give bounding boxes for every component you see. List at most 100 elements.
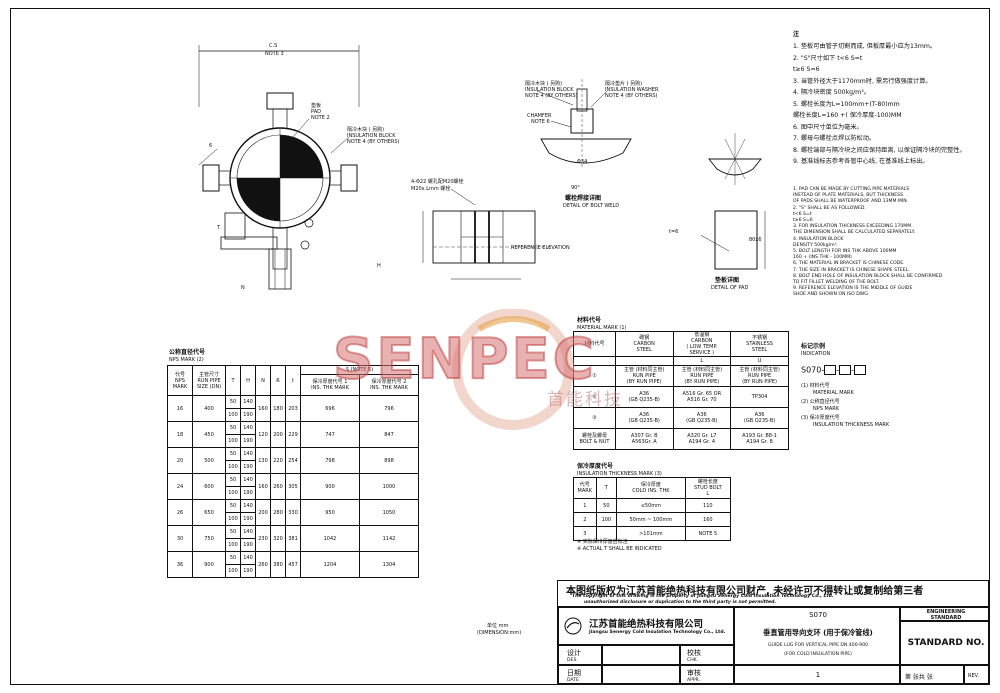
size-cell: 305 [285, 473, 301, 500]
size-cell: 381 [285, 525, 301, 552]
pad-detail-title-cn: 垫板详图 [715, 277, 740, 284]
design-en: DES. [567, 658, 578, 663]
company-cn: 江苏首能绝热科技有限公司 [589, 619, 704, 630]
ins-cell: 110 [684, 498, 732, 513]
ins-foot-cn: ※ 实际保冷厚度应标注 [577, 539, 628, 545]
indication-title-cn: 标记示例 [801, 343, 826, 350]
material-cell: A36 (GB Q235-B) [614, 407, 674, 429]
check-en: CHK. [687, 658, 699, 663]
size-cell: 450 [192, 421, 226, 448]
indication-line1-cn: (1) 材料代号 [801, 383, 830, 389]
size-cell: 1304 [359, 551, 419, 578]
note-en-item: 7. THE SIZE IN BRACKET IS CHINESE SHAPE … [793, 267, 910, 273]
bolt-detail-title-cn: 螺栓焊接详图 [565, 195, 602, 202]
size-th-s2: 保冷厚度代号 2 INS. THK MARK [359, 374, 419, 396]
label-90deg: 90° [571, 185, 580, 191]
label-block2-note: NOTE 4 (BY OTHERS) [525, 93, 578, 99]
size-table: 代号 NPS MARK 主管尺寸 RUN PIPE SIZE (DN) T H … [167, 365, 419, 578]
size-th-size: 主管尺寸 RUN PIPE SIZE (DN) [192, 365, 226, 396]
label-ref-elev: REFERENCE ELEVATION [511, 245, 570, 251]
size-cell: 230 [255, 525, 271, 552]
ins-th-thk: 保冷厚度 COLD INS. THK [616, 477, 686, 499]
check-label-cell: 校核 CHK. [680, 645, 734, 665]
approve-en: APPR. [687, 678, 701, 683]
size-cell: 50 [225, 551, 241, 565]
size-cell: 160 [255, 473, 271, 500]
unit-cn: 单位 mm [487, 623, 509, 629]
size-cell: 190 [240, 564, 256, 578]
note-cn-item: 7. 螺母与螺栓点焊以防松动。 [793, 135, 876, 142]
note-en-item: 5. BOLT LENGTH FOR INS THK ABOVE 100MM [793, 249, 897, 255]
note-en-item: 160 + (INS THK - 100MM) [793, 255, 852, 261]
size-cell: 190 [240, 460, 256, 474]
material-cell: 螺栓及螺母 BOLT & NUT [573, 428, 616, 450]
notes-en: 1. PAD CAN BE MADE BY CUTTING PIPE MATER… [793, 187, 942, 299]
size-cell: 260 [255, 551, 271, 578]
size-cell: 696 [300, 395, 360, 422]
label-note2: NOTE 2 [311, 115, 330, 121]
approve-cn: 审核 [687, 669, 701, 677]
ins-table-title-en: INSULATION THICKNESS MARK (3) [577, 471, 662, 477]
material-table: 材料代号 碳钢 CARBON STEEL 低温钢 CARBON ( LOW TE… [573, 331, 789, 450]
size-cell: 26 [167, 499, 193, 526]
label-dim-top: C.S [269, 43, 278, 49]
note-cn-item: 6. 图中尺寸单位为毫米。 [793, 123, 863, 131]
size-cell: 18 [167, 421, 193, 448]
size-cell: 320 [270, 525, 286, 552]
note-en-item: INSTEAD OF PLATE MATERIALS, BUT THICKNES… [793, 193, 903, 199]
size-table-title-en: NPS MARK (2) [169, 357, 204, 363]
size-cell: 229 [285, 421, 301, 448]
company-en: Jiangsu Senergy Cold Insulation Technolo… [589, 630, 726, 635]
size-cell: 900 [300, 473, 360, 500]
label-block-cn: 隔冷木块 ( 另购) [347, 127, 385, 133]
size-cell: 50 [225, 499, 241, 513]
size-cell: 100 [225, 460, 241, 474]
size-cell: 100 [225, 538, 241, 552]
watermark-brand-cn: 首能科技 [547, 390, 623, 410]
size-cell: 1042 [300, 525, 360, 552]
ins-cell: 1 [573, 498, 597, 513]
drawing-title-cell: S070 垂直管用导向支环 (用于保冷管线) GUIDE LUG FOR VER… [734, 607, 900, 665]
material-table-title-en: MATERIAL MARK (1) [577, 325, 627, 331]
copyright-cn: 本图纸版权为江苏首能绝热科技有限公司财产, 未经许可不得转让或复制给第三者 [566, 586, 924, 597]
material-table-title-cn: 材料代号 [577, 317, 602, 324]
note-en-item: TO FIT FILLET WELDING OF THE BOLT. [793, 280, 880, 286]
size-cell: 24 [167, 473, 193, 500]
size-cell: 280 [270, 499, 286, 526]
indication-code-text: S070- [801, 365, 825, 375]
note-en-item: OF PADS SHALL BE WATERPROOF AND 13MM MIN… [793, 199, 909, 205]
note-cn-item: 2. "S"尺寸如下 t<6 S=t [793, 54, 863, 62]
size-cell: 457 [285, 551, 301, 578]
ins-th-mark: 代号 MARK [573, 477, 597, 499]
size-cell: 50 [225, 447, 241, 461]
indication-line1-en: MATERIAL MARK [813, 390, 854, 396]
size-cell: 140 [240, 395, 256, 409]
size-cell: 380 [270, 551, 286, 578]
note-cn-item: 5. 螺栓长度为L=100mm+(T-80)mm [793, 100, 900, 108]
label-block2-cn: 隔冷木块 ( 另购) [525, 81, 563, 87]
note-en-item: 6. THE MATERIAL IN BRACKET IS CHINESE CO… [793, 261, 905, 267]
label-note3: NOTE 3 [265, 51, 284, 57]
indication-line2-cn: (2) 公称直径代号 [801, 399, 840, 405]
mat-code-ss: U [730, 356, 789, 366]
mat-th-part: 材料代号 [573, 331, 616, 357]
size-cell: 100 [225, 564, 241, 578]
note-cn-item: 9. 基准线标志参考各管中心线, 在基准线上标出。 [793, 158, 929, 165]
size-cell: 50 [225, 473, 241, 487]
size-cell: 190 [240, 408, 256, 422]
drawing-title-en2: (FOR COLD INSULATION PIPE) [784, 652, 852, 657]
note-cn-item: 4. 隔冷块密度 500kg/m³。 [793, 89, 870, 96]
size-th-T: T [225, 365, 241, 396]
indication-title-en: INDICATION [801, 351, 831, 357]
size-cell: 190 [240, 486, 256, 500]
drawing-title-en1: GUIDE LUG FOR VERTICAL PIPE DN 400-900 [767, 643, 869, 648]
label-washer-cn: 隔冷垫片 ( 另购) [605, 81, 643, 87]
unit-en: (DIMENSION:mm) [477, 630, 522, 636]
